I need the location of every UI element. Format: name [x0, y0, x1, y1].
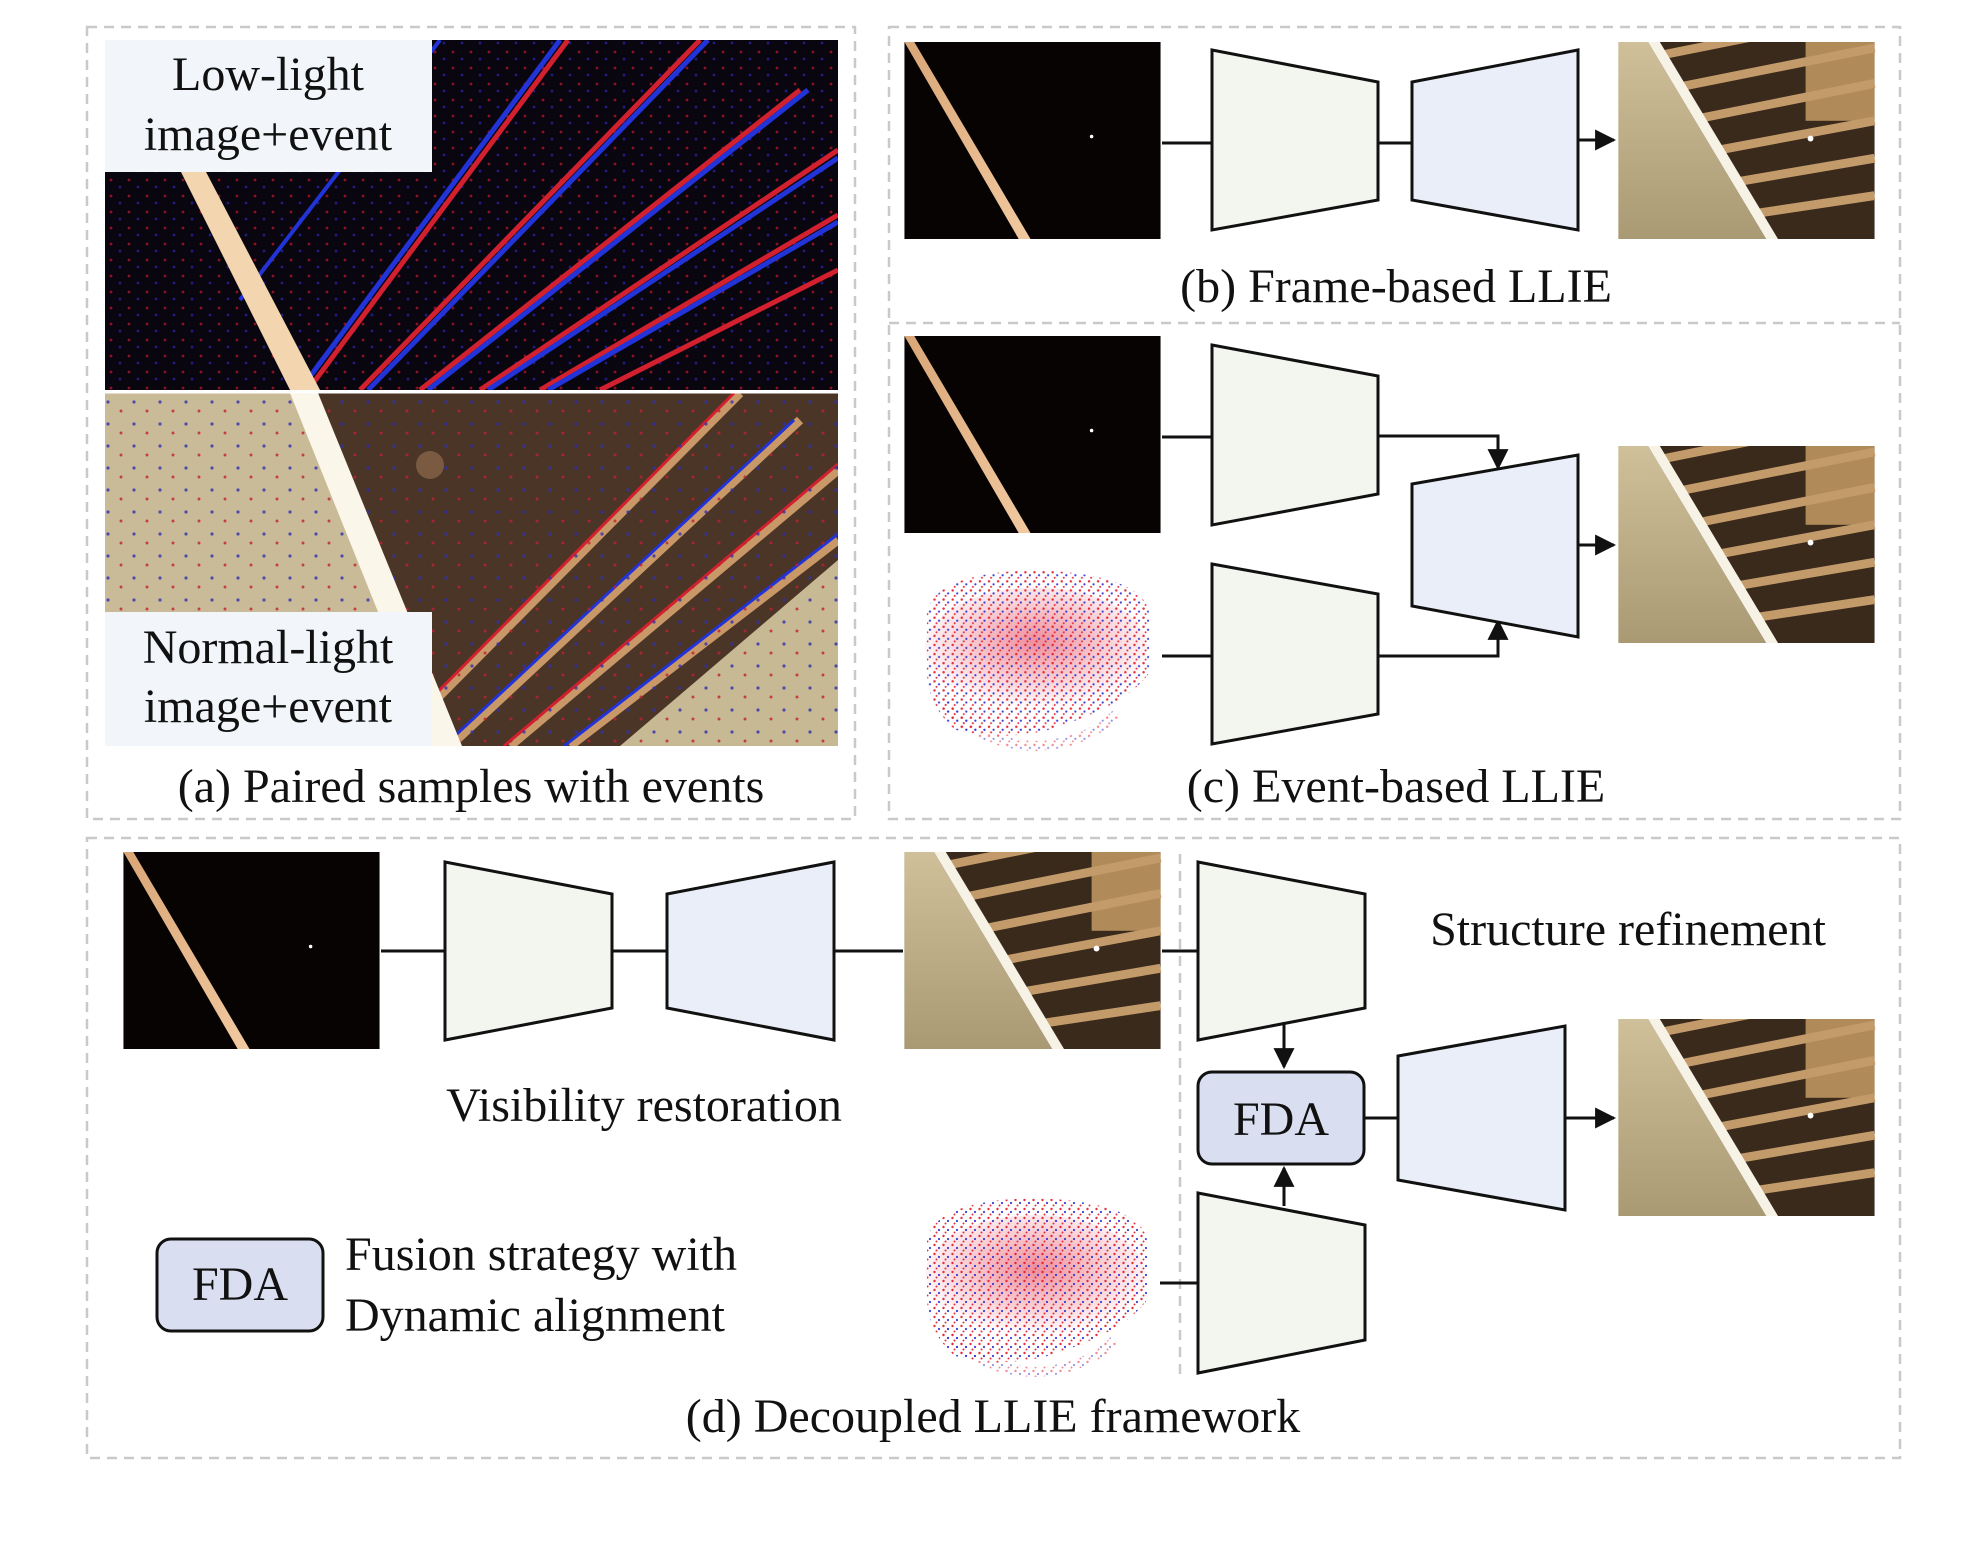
- legend-fda-label: FDA: [192, 1258, 288, 1311]
- fda-block-label: FDA: [1233, 1093, 1329, 1146]
- structure-refinement-label: Structure refinement: [1430, 903, 1827, 956]
- arrow-icon: [1378, 618, 1509, 658]
- image-encoder-block: [1210, 343, 1380, 527]
- low-light-label-line1: Low-light: [172, 48, 365, 101]
- structure-event-encoder-block: [1196, 1191, 1367, 1375]
- normal-light-label-line2: image+event: [144, 680, 393, 733]
- panel-b-caption: (b) Frame-based LLIE: [1180, 260, 1612, 313]
- enhanced-output-image: [1618, 12, 1874, 239]
- low-light-label-bg: [105, 40, 432, 172]
- panel-d-caption: (d) Decoupled LLIE framework: [686, 1390, 1300, 1443]
- structure-decoder-block: [1396, 1024, 1567, 1212]
- low-light-input-image: [904, 336, 1161, 533]
- event-stream-cloud: [925, 570, 1149, 746]
- final-output-image: [1618, 989, 1874, 1216]
- panel-a-caption: (a) Paired samples with events: [178, 760, 765, 813]
- normal-light-label-line1: Normal-light: [143, 621, 394, 674]
- decoder-block: [1410, 48, 1580, 232]
- legend-fda-box: [155, 1237, 325, 1333]
- normal-light-label-bg: [105, 612, 432, 746]
- panel-d-border: [85, 836, 1902, 1460]
- event-stream-cloud: [925, 1198, 1147, 1372]
- encoder-block: [1210, 48, 1380, 232]
- visibility-encoder-block: [443, 860, 614, 1042]
- visibility-restoration-label: Visibility restoration: [446, 1079, 842, 1132]
- panel-a-border: [85, 25, 857, 821]
- low-light-input-image: [904, 42, 1161, 239]
- legend-description-line1: Fusion strategy with: [345, 1228, 737, 1281]
- visibility-decoder-block: [665, 860, 836, 1042]
- panel-c-caption: (c) Event-based LLIE: [1187, 760, 1605, 813]
- fusion-decoder-block: [1410, 453, 1580, 639]
- low-light-input-image: [123, 852, 380, 1049]
- legend-description-line2: Dynamic alignment: [345, 1289, 726, 1342]
- arrow-icon: [1378, 434, 1509, 471]
- event-encoder-block: [1210, 562, 1380, 746]
- low-light-label-line2: image+event: [144, 108, 393, 161]
- structure-image-encoder-block: [1196, 860, 1367, 1042]
- restored-visibility-image: [904, 822, 1160, 1049]
- enhanced-output-image: [1618, 416, 1874, 643]
